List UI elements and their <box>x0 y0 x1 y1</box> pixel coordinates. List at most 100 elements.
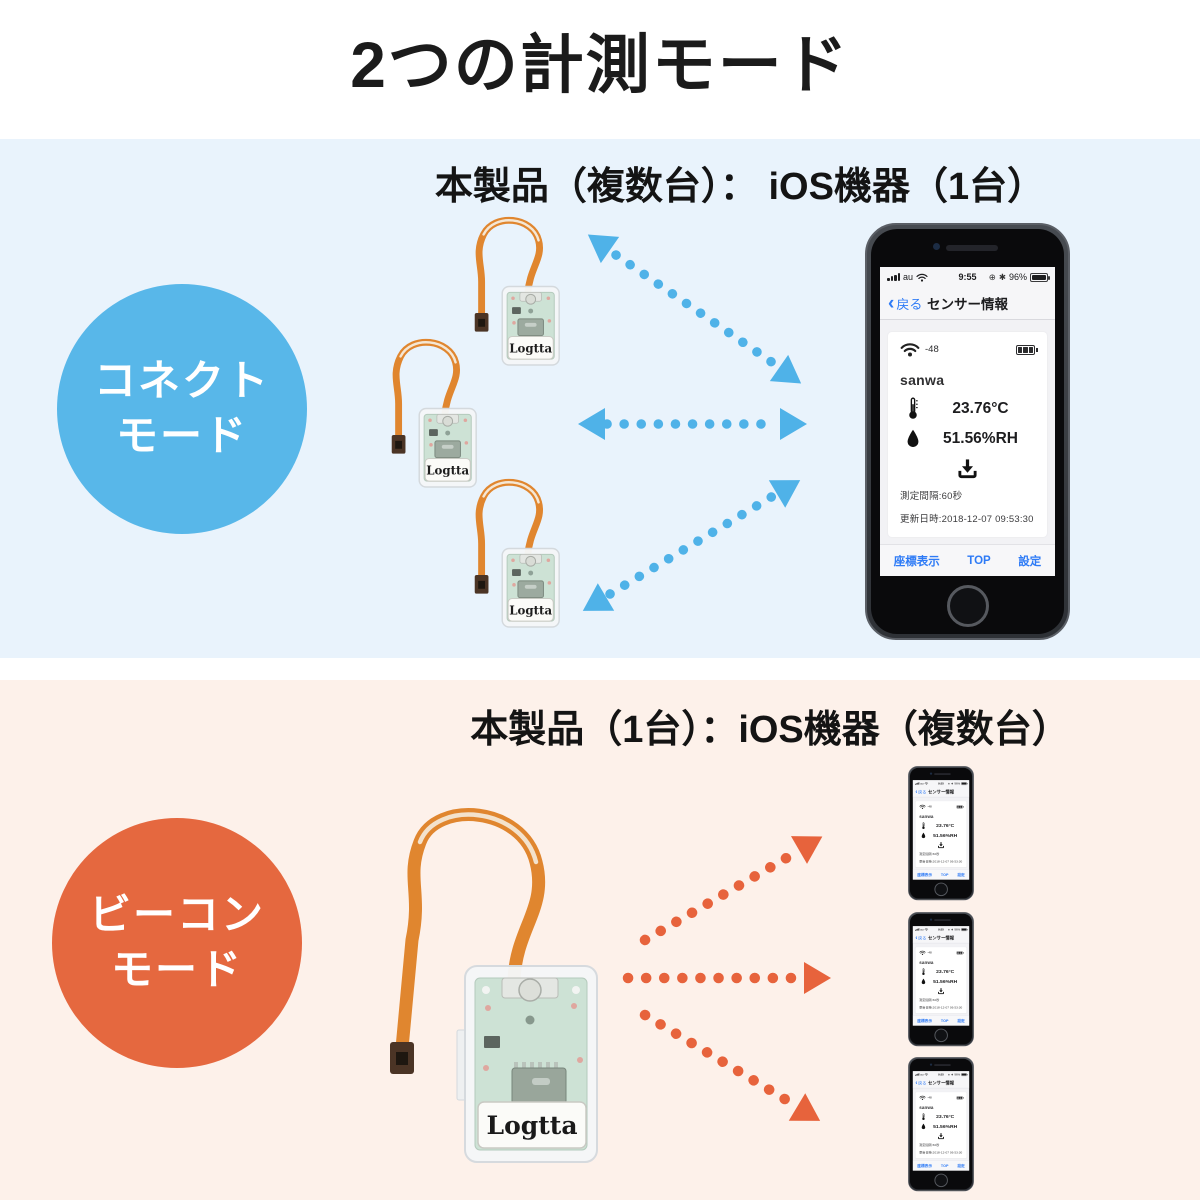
sensor-cable-icon <box>390 808 546 1074</box>
badge-line: ビーコン <box>88 891 265 939</box>
bidirectional-arrow-1 <box>611 250 778 368</box>
thermometer-icon <box>922 1113 925 1121</box>
wifi-icon <box>916 273 928 282</box>
signal-bars-icon <box>915 1073 920 1076</box>
badge-line: モード <box>110 946 243 993</box>
iphone-mockup: au 9:55 ⊕ ✱ 96% <box>908 1057 975 1192</box>
status-bar: au 9:55 ⊕ ✱ 96% <box>880 267 1055 287</box>
wifi-signal-icon <box>900 343 920 357</box>
bidirectional-arrow-3 <box>605 491 778 599</box>
carrier-label: au <box>903 272 914 282</box>
interval-label: 測定間隔:60秒 <box>919 998 940 1002</box>
screen-body: -48 sanwa <box>913 943 969 1015</box>
status-left: au <box>915 928 929 931</box>
sensor-card: -48 sanwa <box>915 1092 967 1159</box>
device-battery-icon <box>956 805 964 809</box>
download-icon <box>938 842 944 849</box>
toolbar-top: TOP <box>940 1163 949 1168</box>
nav-bar: ‹ 戻る センサー情報 <box>912 786 970 798</box>
bottom-toolbar: 座標表示 TOP 設定 <box>880 544 1055 576</box>
speaker-icon <box>945 245 998 251</box>
status-right: ⊕ ✱ 96% <box>947 927 968 932</box>
logtta-sensor-large: Logtta <box>390 808 598 1163</box>
back-button: ‹ 戻る <box>915 935 926 941</box>
battery-icon <box>961 1072 968 1076</box>
rssi-value: -48 <box>927 804 932 809</box>
bluetooth-icon: ✱ <box>998 271 1006 282</box>
nav-bar: ‹ 戻る センサー情報 <box>912 932 970 944</box>
device-name: sanwa <box>919 813 934 820</box>
phone-bezel: au 9:55 ⊕ ✱ 96% <box>909 767 973 899</box>
battery-icon <box>1030 272 1050 282</box>
broadcast-arrow-3 <box>639 1009 799 1110</box>
iphone-mockup: au 9:55 ⊕ ✱ 96% <box>865 223 1070 640</box>
screen-body: -48 sanwa <box>913 797 969 869</box>
sensor-3: Logtta <box>455 467 573 629</box>
rotation-lock-icon: ⊕ <box>947 1072 951 1076</box>
screen-title: センサー情報 <box>927 297 1008 312</box>
toolbar-top: TOP <box>940 872 949 877</box>
status-right: ⊕ ✱ 96% <box>947 1072 968 1077</box>
interval-label: 測定間隔:60秒 <box>900 491 963 502</box>
temperature-value: 23.76°C <box>936 968 955 975</box>
bottom-toolbar: 座標表示 TOP 設定 <box>912 1015 970 1026</box>
sensor-body: Logtta <box>501 285 560 366</box>
humidity-row: 51.56%RH <box>919 832 962 839</box>
sensor-cable-icon <box>474 478 544 594</box>
humidity-drop-icon <box>907 429 919 447</box>
sensor-label: Logtta <box>509 341 552 355</box>
signal-row: -48 <box>900 342 1038 357</box>
wifi-icon <box>924 782 929 785</box>
screen-title: センサー情報 <box>927 935 955 941</box>
rotation-lock-icon: ⊕ <box>988 271 996 282</box>
toolbar-coords: 座標表示 <box>917 1164 933 1168</box>
arrowhead <box>780 408 807 440</box>
sensor-2: Logtta <box>372 327 490 489</box>
signal-bars-icon <box>887 273 900 281</box>
battery-percent-label: 96% <box>954 1072 961 1076</box>
device-battery-icon <box>1016 344 1038 355</box>
back-label: 戻る <box>918 1080 927 1086</box>
arrowhead <box>578 408 605 440</box>
sensor-card: -48 sanwa <box>915 947 967 1014</box>
download-icon <box>958 459 977 479</box>
temperature-row: 23.76°C <box>919 968 962 976</box>
sensor-body: Logtta <box>501 547 560 628</box>
arrowhead <box>769 354 802 384</box>
temperature-value: 23.76°C <box>952 399 1009 417</box>
badge-line: コネクト <box>93 357 270 405</box>
status-right: ⊕ ✱ 96% <box>948 781 968 786</box>
logtta-sensor: Logtta <box>474 216 560 366</box>
screen-body: -48 sanwa <box>913 1088 969 1160</box>
back-label: 戻る <box>918 789 927 795</box>
sensor-body: Logtta <box>456 965 598 1163</box>
camera-icon <box>933 243 940 250</box>
ios-device-large: au 9:55 ⊕ ✱ 96% <box>865 223 1070 640</box>
humidity-drop-icon <box>921 1123 926 1130</box>
toolbar-coords: 座標表示 <box>917 873 933 877</box>
wifi-signal-icon <box>919 804 926 809</box>
sensor-body: Logtta <box>418 407 477 488</box>
sensor-label: Logtta <box>509 603 552 617</box>
phone-screen: au 9:55 ⊕ ✱ 96% <box>912 926 970 1026</box>
signal-bars-icon <box>915 928 920 931</box>
arrowhead <box>788 1093 821 1121</box>
camera-icon <box>929 1063 933 1066</box>
battery-percent-label: 96% <box>954 781 961 785</box>
bluetooth-icon: ✱ <box>951 927 954 931</box>
back-chevron-icon: ‹ <box>888 292 895 314</box>
rotation-lock-icon: ⊕ <box>947 927 951 931</box>
back-label: 戻る <box>896 296 923 312</box>
humidity-row: 51.56%RH <box>919 978 962 985</box>
screen-body: -48 sanwa <box>880 320 1055 544</box>
signal-row: -48 <box>919 1095 964 1100</box>
iphone-mockup: au 9:55 ⊕ ✱ 96% <box>908 766 975 901</box>
device-name: sanwa <box>919 1104 934 1111</box>
signal-bars-icon <box>915 782 920 785</box>
home-button <box>934 882 948 897</box>
thermometer-icon <box>922 968 925 976</box>
temperature-value: 23.76°C <box>936 1113 955 1120</box>
carrier-label: au <box>920 1072 924 1076</box>
arrowhead <box>587 234 620 264</box>
wifi-signal-icon <box>919 1095 926 1100</box>
